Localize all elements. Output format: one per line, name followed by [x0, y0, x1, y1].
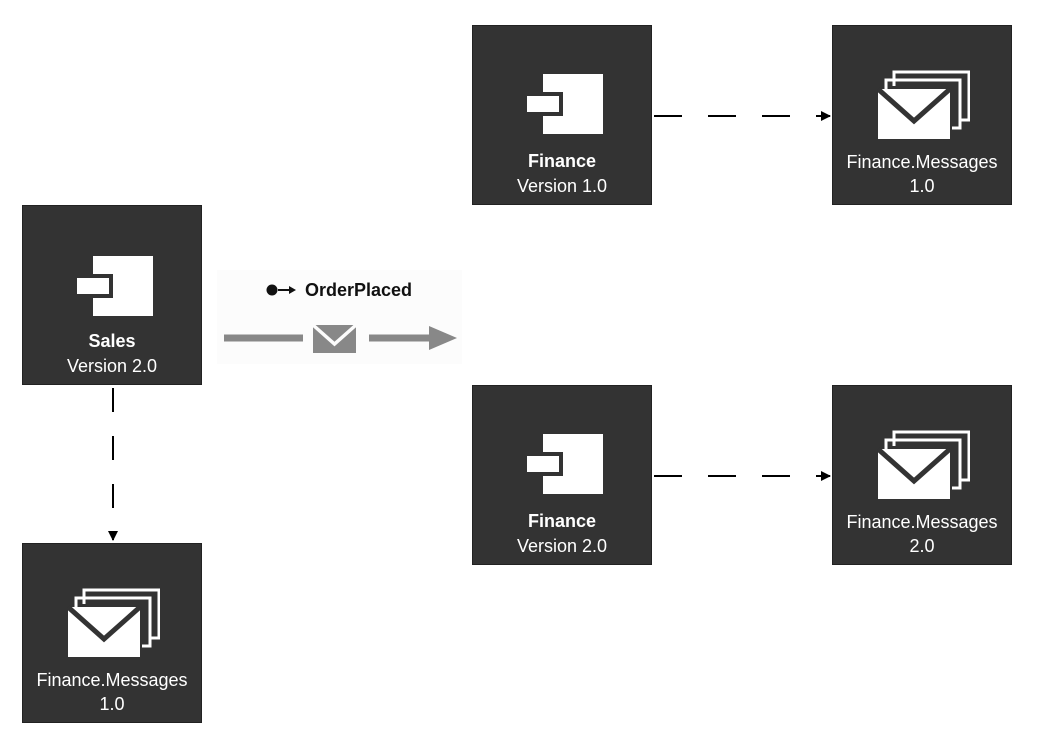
package-name: Finance.Messages	[846, 512, 998, 532]
event-dot-arrow-icon	[266, 284, 296, 296]
finance-v2-component[interactable]: Finance Version 2.0	[472, 385, 652, 565]
component-name: Sales	[88, 331, 136, 351]
finance-messages-v1-top[interactable]: Finance.Messages 1.0	[832, 25, 1012, 205]
package-version: 1.0	[99, 694, 125, 714]
finance-messages-v2[interactable]: Finance.Messages 2.0	[832, 385, 1012, 565]
package-name: Finance.Messages	[846, 152, 998, 172]
component-icon	[523, 74, 603, 134]
finance-v1-component[interactable]: Finance Version 1.0	[472, 25, 652, 205]
event-arrow	[224, 323, 457, 353]
event-name: OrderPlaced	[305, 280, 413, 300]
envelope-stack-icon	[66, 588, 160, 657]
envelope-stack-icon	[876, 70, 970, 139]
component-version: Version 1.0	[516, 176, 608, 196]
envelope-stack-icon	[876, 430, 970, 499]
envelope-icon	[311, 323, 358, 353]
sales-component[interactable]: Sales Version 2.0	[22, 205, 202, 385]
component-version: Version 2.0	[66, 356, 158, 376]
package-name: Finance.Messages	[36, 670, 188, 690]
component-icon	[523, 434, 603, 494]
package-version: 1.0	[909, 176, 935, 196]
component-version: Version 2.0	[516, 536, 608, 556]
package-version: 2.0	[909, 536, 935, 556]
component-name: Finance	[527, 151, 597, 171]
component-icon	[73, 256, 153, 316]
component-name: Finance	[527, 511, 597, 531]
finance-messages-v1-bottom[interactable]: Finance.Messages 1.0	[22, 543, 202, 723]
event-flow: OrderPlaced	[217, 270, 462, 364]
